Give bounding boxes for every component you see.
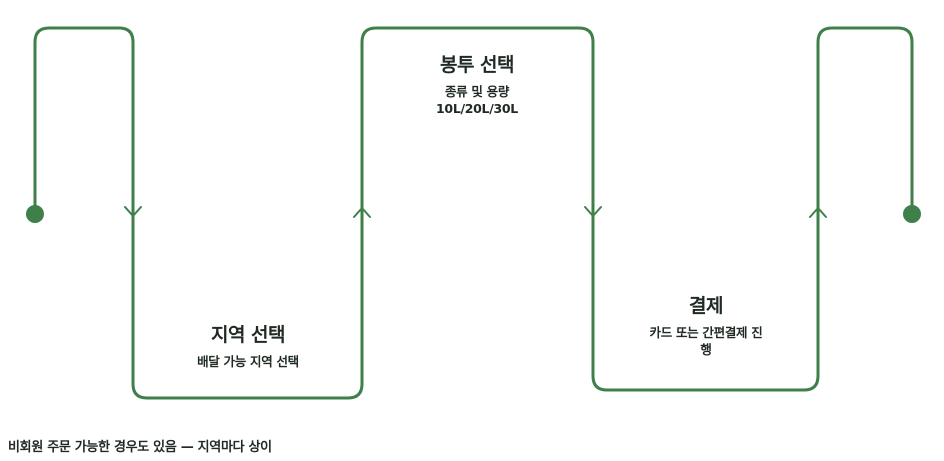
down-arrow-icon (124, 206, 142, 217)
step-title: 결제 (689, 295, 723, 317)
end-dot (903, 205, 921, 223)
down-arrow-icon (584, 206, 602, 217)
step-subtitle-line: 카드 또는 간편결제 진 (649, 325, 763, 340)
step-region-select: 지역 선택 배달 가능 지역 선택 (148, 320, 348, 370)
step-subtitle: 종류 및 용량 10L/20L/30L (377, 83, 577, 117)
step-subtitle: 카드 또는 간편결제 진 행 (606, 324, 806, 358)
step-title: 봉투 선택 (439, 54, 515, 76)
up-arrow-icon (353, 207, 371, 218)
step-subtitle: 배달 가능 지역 선택 (197, 354, 299, 369)
step-subtitle-line: 종류 및 용량 (444, 84, 510, 99)
step-payment: 결제 카드 또는 간편결제 진 행 (606, 291, 806, 358)
step-bag-select: 봉투 선택 종류 및 용량 10L/20L/30L (377, 50, 577, 117)
step-subtitle-line: 10L/20L/30L (436, 101, 518, 116)
flow-line (33, 26, 914, 400)
footnote: 비회원 주문 가능한 경우도 있음 — 지역마다 상이 (8, 440, 272, 455)
up-arrow-icon (809, 207, 827, 218)
step-title: 지역 선택 (210, 324, 286, 346)
start-dot (26, 205, 44, 223)
step-subtitle-line: 행 (700, 342, 712, 357)
